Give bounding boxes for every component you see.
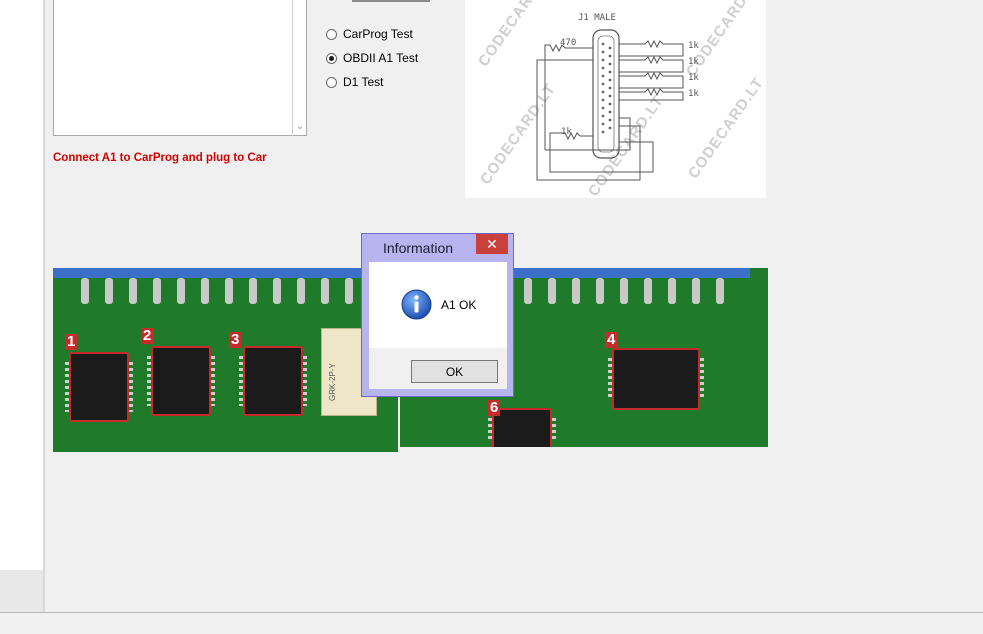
dialog-footer: OK	[369, 348, 507, 389]
chip-3	[239, 346, 307, 416]
information-dialog[interactable]: Information ✕ A1 OK OK	[361, 233, 514, 397]
chip-4	[608, 348, 704, 410]
resistor-1k-label: 1k	[688, 73, 699, 83]
schematic-title: J1 MALE	[578, 13, 616, 23]
radio-obdii-a1-test-label: OBDII A1 Test	[343, 51, 419, 65]
chip-label-2: 2	[141, 327, 154, 344]
instruction-text: Connect A1 to CarProg and plug to Car	[53, 152, 267, 164]
radio-d1-test-label: D1 Test	[343, 75, 384, 89]
left-panel-footer	[0, 570, 44, 612]
chip-2	[147, 346, 215, 416]
chip-label-1: 1	[65, 333, 78, 350]
dialog-title: Information	[383, 240, 454, 256]
chip-6	[488, 408, 556, 447]
radio-d1-test-circle[interactable]	[326, 76, 337, 88]
radio-obdii-a1-test-circle[interactable]	[326, 52, 337, 64]
ok-button[interactable]: OK	[411, 360, 498, 383]
chip-label-4: 4	[605, 331, 618, 348]
resistor-1k-label: 1k	[688, 41, 699, 51]
wiring-schematic: CODECARD.LT CODECARD.LT CODECARD.LT CODE…	[465, 0, 767, 200]
status-bar	[0, 612, 983, 634]
dialog-message: A1 OK	[441, 298, 477, 312]
dialog-content: A1 OK	[369, 262, 507, 348]
pcb-edge-connector	[400, 268, 750, 278]
close-icon: ✕	[486, 235, 498, 252]
chevron-down-icon[interactable]: ⌄	[295, 121, 304, 132]
chip-label-3: 3	[229, 331, 242, 348]
resistor-1k-label: 1k	[688, 89, 699, 99]
pcb-edge-connector	[53, 268, 398, 278]
dialog-titlebar[interactable]: Information ✕	[362, 234, 513, 262]
radio-carprog-test[interactable]: CarProg Test	[326, 26, 413, 42]
radio-obdii-a1-test[interactable]: OBDII A1 Test	[326, 50, 418, 66]
close-button[interactable]: ✕	[476, 234, 508, 254]
info-icon	[401, 289, 432, 320]
chip-label-6: 6	[488, 399, 501, 416]
resistor-1k-label: 1k	[688, 57, 699, 67]
schematic-drawing: J1 MALE 470 1k 1k 1k 1k 1k	[536, 13, 699, 181]
listbox-frame	[292, 0, 310, 136]
resistor-1k-label: 1k	[561, 127, 572, 137]
log-listbox[interactable]: ⌄	[53, 0, 307, 136]
panel-divider[interactable]	[43, 0, 45, 612]
chip-1	[65, 352, 133, 422]
pcb-photo-left: GRK-2P-Y 1 2 3	[53, 268, 398, 452]
separator-line	[352, 0, 430, 2]
radio-d1-test[interactable]: D1 Test	[326, 74, 383, 90]
resistor-470-label: 470	[560, 38, 576, 48]
radio-carprog-test-circle[interactable]	[326, 28, 337, 40]
radio-carprog-test-label: CarProg Test	[343, 27, 413, 41]
left-panel	[0, 0, 44, 570]
